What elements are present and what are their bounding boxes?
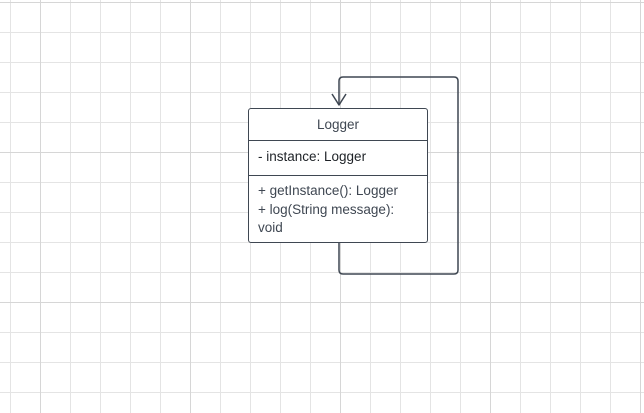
open-arrowhead-icon — [331, 93, 347, 106]
method-log-return-type: void — [258, 220, 283, 235]
class-logger[interactable]: Logger - instance: Logger + getInstance(… — [248, 108, 428, 243]
method-get-instance: + getInstance(): Logger — [258, 183, 398, 198]
attribute-instance: - instance: Logger — [258, 149, 367, 164]
method-log: + log(String message): — [258, 201, 395, 217]
class-name: Logger — [249, 109, 427, 141]
class-attributes: - instance: Logger — [249, 141, 427, 176]
class-methods: + getInstance(): Logger + log(String mes… — [249, 176, 427, 238]
